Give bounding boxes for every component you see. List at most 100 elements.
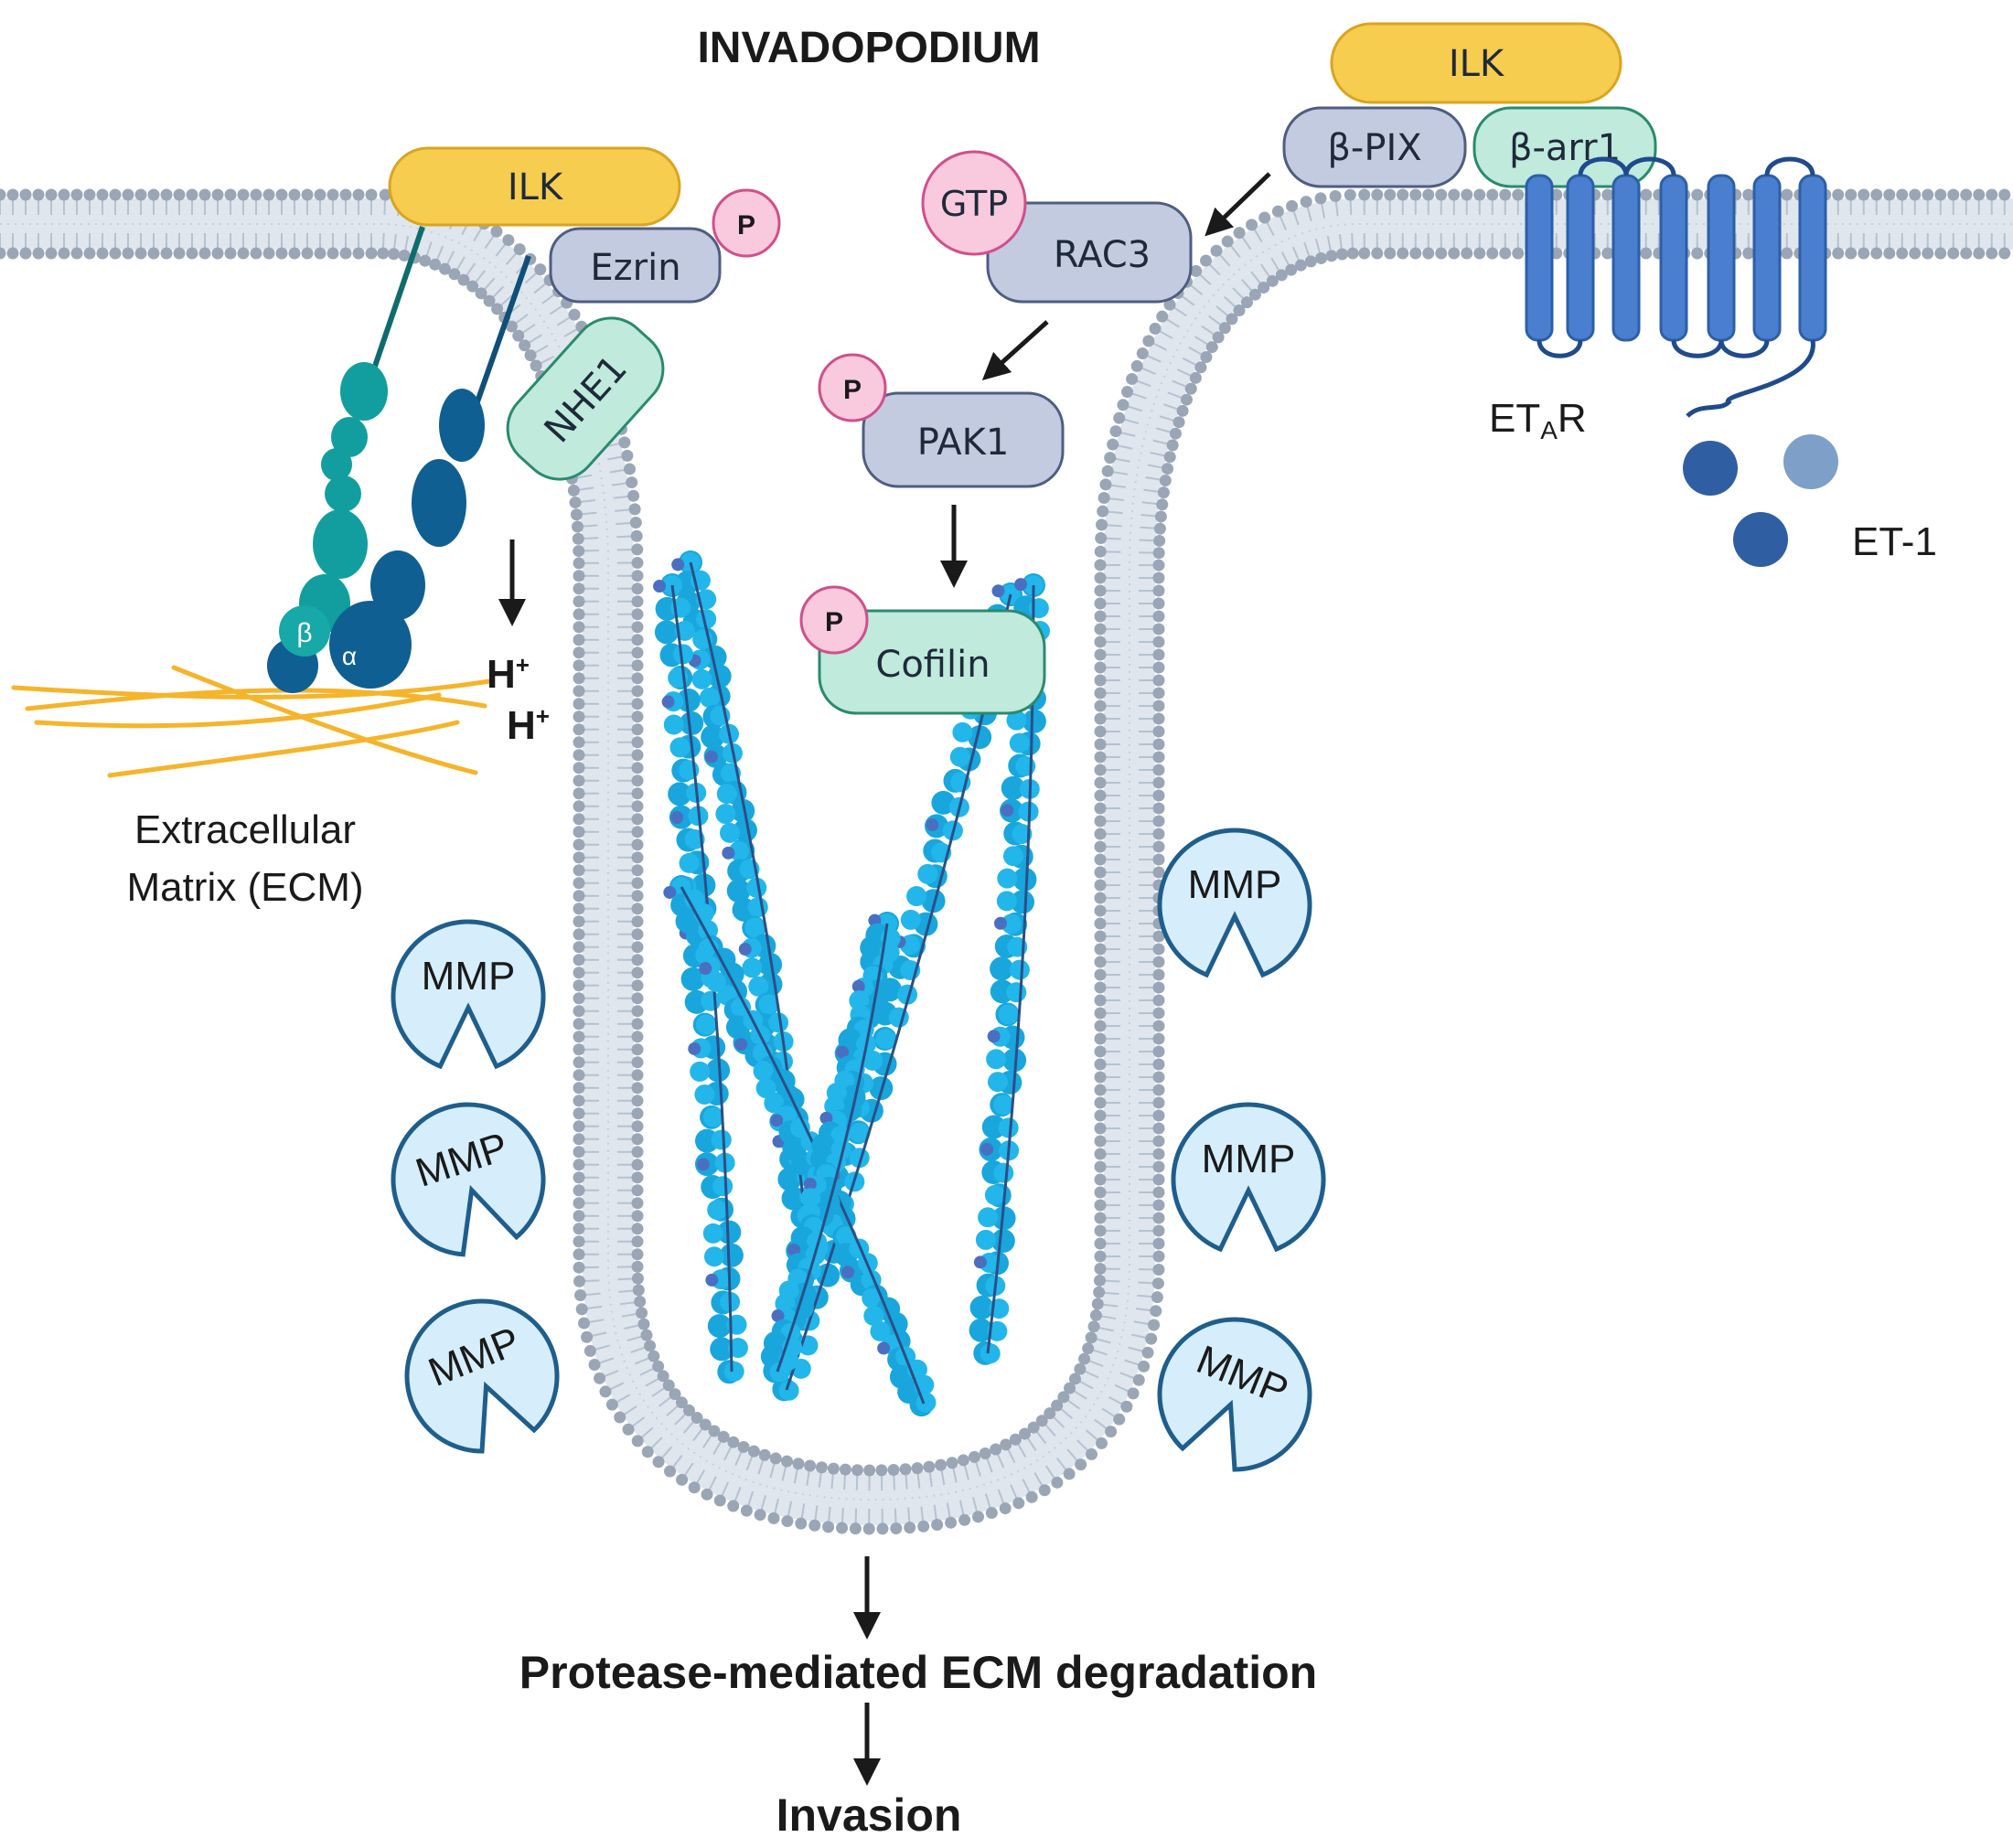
lipid-head	[466, 280, 479, 293]
lipid-head	[1152, 789, 1165, 802]
actin-monomer	[991, 1206, 1016, 1231]
lipid-head	[1094, 968, 1107, 981]
lipid-head	[1094, 636, 1107, 648]
lipid-head	[573, 979, 585, 992]
lipid-head	[327, 247, 339, 260]
lipid-head	[1190, 264, 1203, 277]
transmembrane-helix	[1752, 174, 1782, 342]
arrow-bpix-to-rac3	[1205, 172, 1271, 237]
lipid-head	[631, 954, 644, 967]
lipid-head	[851, 1464, 863, 1477]
lipid-head	[1742, 247, 1755, 260]
lipid-head	[631, 1235, 644, 1248]
lipid-head	[1640, 247, 1653, 260]
lipid-head	[631, 595, 644, 608]
lipid-head	[631, 1095, 644, 1107]
lipid-head	[1094, 1045, 1107, 1058]
actin-monomer	[696, 609, 717, 630]
lipid-head	[314, 188, 327, 201]
lipid-head	[1240, 296, 1253, 309]
pak1-label: PAK1	[917, 422, 1010, 464]
lipid-head	[1094, 1135, 1107, 1148]
lipid-head	[534, 263, 547, 276]
actin-monomer	[746, 877, 767, 898]
lipid-head	[836, 1522, 849, 1534]
lipid-head	[1094, 1020, 1107, 1032]
actin-monomer	[915, 1392, 937, 1413]
actin-monomer	[748, 976, 769, 997]
lipid-head	[958, 1513, 971, 1526]
lipid-head	[1166, 439, 1179, 452]
integrin-alpha-domain	[329, 601, 412, 689]
lipid-head	[1152, 1045, 1165, 1058]
lipid-head	[1152, 751, 1165, 764]
mmp-protease: MMP	[391, 919, 546, 1070]
lipid-head	[631, 762, 644, 774]
lipid-head	[839, 1463, 851, 1476]
lipid-head	[569, 497, 582, 509]
lipid-head	[968, 1450, 980, 1463]
actin-monomer	[849, 1148, 870, 1169]
lipid-head	[573, 1159, 585, 1171]
lipid-head	[491, 303, 504, 315]
lipid-head	[83, 188, 96, 201]
lipid-head	[198, 188, 211, 201]
lipid-head	[1107, 438, 1119, 451]
lipid-head	[1384, 247, 1397, 260]
lipid-head	[1152, 712, 1165, 725]
lipid-head	[1009, 1433, 1022, 1446]
actin-monomer	[1012, 867, 1037, 892]
lipid-head	[1094, 648, 1107, 661]
integrin-alpha-domain	[439, 389, 485, 462]
actin-binding-protein	[980, 1142, 994, 1156]
lipid-head	[1691, 247, 1704, 260]
lipid-head	[1294, 259, 1307, 272]
actin-monomer	[952, 721, 973, 742]
lipid-head	[1176, 404, 1189, 417]
lipid-head	[1152, 1020, 1165, 1032]
lipid-head	[573, 762, 585, 774]
actin-binding-protein	[663, 885, 677, 899]
lipid-head	[631, 1031, 644, 1043]
lipid-head	[1025, 1490, 1038, 1503]
lipid-head	[1314, 251, 1327, 264]
actin-monomer	[949, 746, 970, 767]
lipid-head	[1461, 188, 1473, 201]
lipid-head	[1266, 274, 1279, 287]
lipid-head	[1233, 304, 1246, 316]
lipid-head	[1275, 269, 1288, 282]
lipid-head	[1085, 1331, 1098, 1344]
lipid-head	[574, 1289, 587, 1302]
lipid-head	[70, 188, 83, 201]
lipid-head	[573, 570, 585, 582]
lipid-head	[1075, 1458, 1087, 1471]
lipid-head	[1093, 1286, 1106, 1298]
lipid-head	[917, 1520, 930, 1533]
lipid-head	[1998, 188, 2011, 201]
lipid-head	[662, 1379, 675, 1392]
lipid-head	[1169, 427, 1182, 440]
lipid-head	[1172, 416, 1185, 429]
lipid-head	[573, 992, 585, 1005]
lipid-head	[631, 1197, 644, 1210]
lipid-head	[1148, 1319, 1161, 1331]
lipid-head	[1371, 247, 1384, 260]
mmp-protease: MMP	[1171, 1102, 1326, 1253]
lipid-head	[250, 188, 262, 201]
lipid-head	[631, 582, 644, 595]
lipid-head	[1271, 205, 1284, 218]
lipid-head	[1152, 1173, 1165, 1186]
lipid-head	[573, 557, 585, 570]
lipid-head	[1094, 1096, 1107, 1109]
lipid-head	[573, 621, 585, 634]
ezrin-label: Ezrin	[590, 247, 680, 289]
lipid-head	[1094, 802, 1107, 815]
lipid-head	[1120, 1400, 1133, 1413]
lipid-head	[632, 1284, 645, 1297]
actin-monomer	[900, 909, 921, 930]
lipid-head	[573, 915, 585, 928]
ezrin-phospho	[712, 188, 781, 258]
actin-monomer	[921, 889, 946, 913]
lipid-head	[740, 1504, 753, 1517]
lipid-head	[1094, 1122, 1107, 1135]
